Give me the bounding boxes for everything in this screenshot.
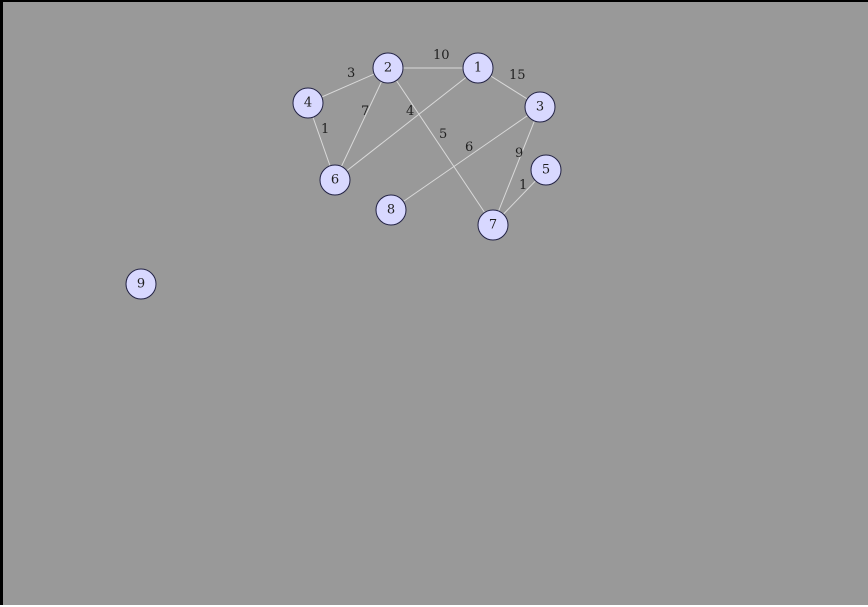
edge-weight-5-7: 1 xyxy=(519,178,527,193)
node-8[interactable]: 8 xyxy=(375,194,407,226)
edge-2-7 xyxy=(387,67,494,226)
node-circle-6[interactable] xyxy=(319,164,351,196)
node-2[interactable]: 2 xyxy=(372,52,404,84)
node-4[interactable]: 4 xyxy=(292,87,324,119)
edge-weight-1-6: 4 xyxy=(406,104,414,119)
node-label-4: 4 xyxy=(304,96,312,111)
node-label-2: 2 xyxy=(384,61,392,76)
node-label-8: 8 xyxy=(387,203,395,218)
node-label-6: 6 xyxy=(331,173,339,188)
node-1[interactable]: 1 xyxy=(462,52,494,84)
node-circle-4[interactable] xyxy=(292,87,324,119)
edges-layer xyxy=(307,67,547,226)
node-circle-3[interactable] xyxy=(524,91,556,123)
nodes-layer[interactable]: 1 2 3 4 5 6 7 8 9 xyxy=(125,52,562,300)
graph-diagram[interactable]: 10 3 15 1 7 4 5 6 9 1 1 2 3 4 5 6 7 8 9 xyxy=(3,2,868,607)
node-circle-7[interactable] xyxy=(477,209,509,241)
node-circle-2[interactable] xyxy=(372,52,404,84)
edge-1-6 xyxy=(334,67,479,181)
edge-2-6 xyxy=(334,67,389,181)
node-label-9: 9 xyxy=(137,277,145,292)
node-label-1: 1 xyxy=(474,61,482,76)
node-3[interactable]: 3 xyxy=(524,91,556,123)
node-circle-5[interactable] xyxy=(530,154,562,186)
edge-weight-2-1: 10 xyxy=(433,48,450,63)
edge-weight-2-4: 3 xyxy=(347,66,355,81)
edge-weight-2-7: 5 xyxy=(439,127,447,142)
edge-weight-1-3: 15 xyxy=(509,68,526,83)
node-5[interactable]: 5 xyxy=(530,154,562,186)
edge-weight-2-6: 7 xyxy=(361,104,369,119)
edge-weight-4-6: 1 xyxy=(321,122,329,137)
node-circle-1[interactable] xyxy=(462,52,494,84)
edge-weights-layer: 10 3 15 1 7 4 5 6 9 1 xyxy=(321,48,527,193)
node-label-5: 5 xyxy=(542,163,550,178)
node-9[interactable]: 9 xyxy=(125,268,157,300)
node-label-3: 3 xyxy=(536,100,544,115)
node-6[interactable]: 6 xyxy=(319,164,351,196)
edge-3-8 xyxy=(390,106,541,211)
node-7[interactable]: 7 xyxy=(477,209,509,241)
node-label-7: 7 xyxy=(489,218,497,233)
edge-weight-3-8: 6 xyxy=(465,140,473,155)
edge-weight-3-7: 9 xyxy=(515,146,523,161)
node-circle-9[interactable] xyxy=(125,268,157,300)
edge-3-7 xyxy=(492,106,541,226)
node-circle-8[interactable] xyxy=(375,194,407,226)
